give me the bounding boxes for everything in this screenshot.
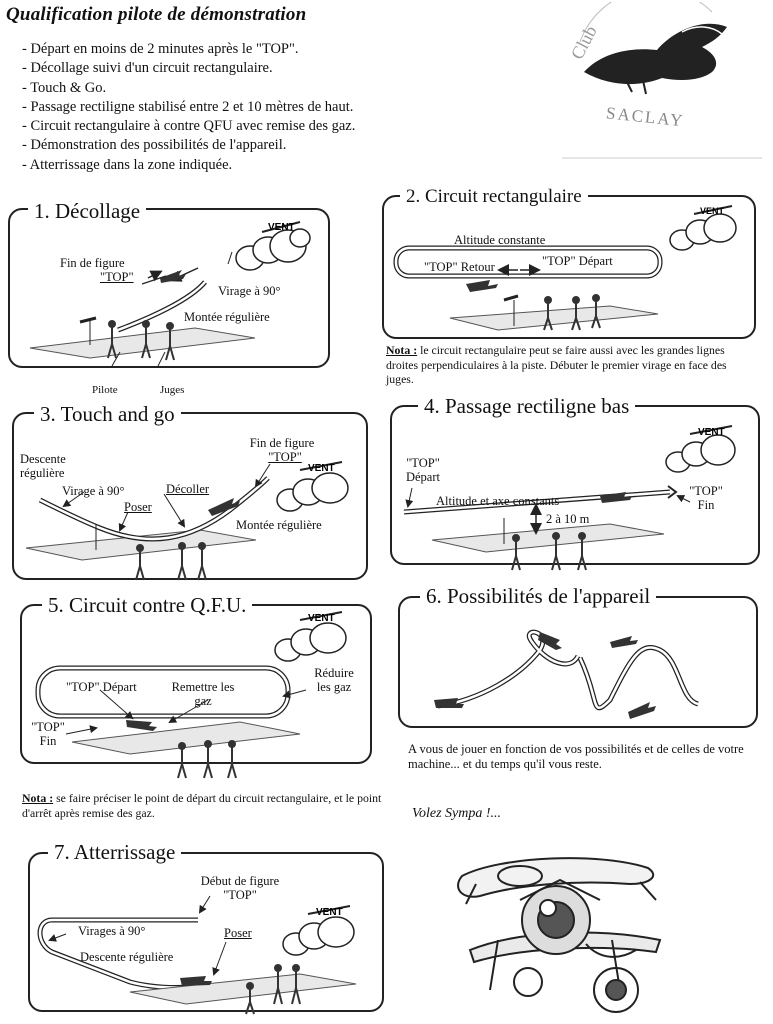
label-poser: Poser [124,500,152,514]
panel-title: 7. Atterrissage [48,840,182,864]
label-pilote: Pilote [92,384,118,396]
panel-title: 4. Passage rectiligne bas [418,394,636,418]
wind-cloud-icon: VENT [274,611,347,662]
label-hauteur: 2 à 10 m [546,512,590,526]
rules-list: - Départ en moins de 2 minutes après le … [22,40,355,175]
note-key: Nota : [22,791,54,805]
label-top: "TOP" [268,450,302,464]
label-fin-figure: Fin de figure [249,436,315,450]
label-top: "TOP" [100,270,134,284]
cloud-label: VENT [268,222,295,233]
label-top-fin: "TOP" Fin [689,484,723,512]
label-fin-figure: Fin de figure [60,256,125,270]
label-virages: Virages à 90° [78,924,146,938]
label-top-depart: "TOP" Départ [542,254,613,268]
panel-title: 3. Touch and go [34,402,181,426]
label-top: "TOP" [223,888,257,902]
label-virage: Virage à 90° [62,484,125,498]
panel-title: 2. Circuit rectangulaire [400,185,588,209]
note-key: Nota : [386,343,418,357]
wind-cloud-icon: VENT [235,221,311,271]
panel-title: 5. Circuit contre Q.F.U. [42,593,253,617]
note-text: le circuit rectangulaire peut se faire a… [386,343,727,386]
rule-item: - Départ en moins de 2 minutes après le … [22,41,299,57]
label-montee: Montée régulière [184,310,270,324]
cloud-label: VENT [308,613,335,624]
rule-item: - Passage rectiligne stabilisé entre 2 e… [22,98,354,115]
label-top-retour: "TOP" Retour [424,260,495,274]
label-juges: Juges [160,384,185,396]
panel-title: 6. Possibilités de l'appareil [420,584,657,608]
label-remettre: Remettre les gaz [171,680,235,708]
cloud-label: VENT [316,907,343,918]
label-altitude: Altitude constante [454,233,546,247]
label-montee: Montée régulière [236,518,322,532]
rule-item: - Décollage suivi d'un circuit rectangul… [22,60,273,77]
wind-cloud-icon: VENT [669,205,737,251]
label-debut-figure: Début de figure [200,874,280,888]
rule-item: - Touch & Go. [22,79,107,96]
label-reduire: Réduire les gaz [314,666,354,694]
wind-cloud-icon: VENT [282,905,355,956]
label-descente: Descente régulière [20,452,66,480]
panel-decollage [8,208,330,368]
rule-item: - Circuit rectangulaire à contre QFU ave… [22,118,356,135]
rule-item: - Démonstration des possibilités de l'ap… [22,137,287,154]
note-text: se faire préciser le point de départ du … [22,791,382,820]
sign-off: Volez Sympa !... [412,806,502,821]
note-qfu: Nota : se faire préciser le point de dép… [22,791,392,820]
rule-item: - Atterrissage dans la zone indiquée. [22,156,233,173]
cloud-label: VENT [308,463,335,474]
note-circuit: Nota : le circuit rectangulaire peut se … [386,343,756,387]
panel-title: 1. Décollage [28,199,147,223]
wind-cloud-icon: VENT [276,461,349,512]
label-decoller: Décoller [166,482,210,496]
club-logo: Club SACLAY [562,2,762,159]
cloud-label: VENT [698,427,725,438]
panel-atterrissage [28,852,384,1012]
note-possibilites: A vous de jouer en fonction de vos possi… [408,742,744,771]
label-descente: Descente régulière [80,950,174,964]
label-top-depart: "TOP" Départ [66,680,137,694]
cloud-label: VENT [700,206,725,216]
wind-cloud-icon: VENT [665,425,736,473]
panel-touch-and-go [12,412,368,580]
page-title: Qualification pilote de démonstration [6,4,307,25]
label-altitude: Altitude et axe constants [436,494,560,508]
label-top-fin: "TOP" Fin [31,720,65,748]
label-poser: Poser [224,926,252,940]
label-virage: Virage à 90° [218,284,281,298]
label-top-depart: "TOP" Départ [405,456,440,484]
